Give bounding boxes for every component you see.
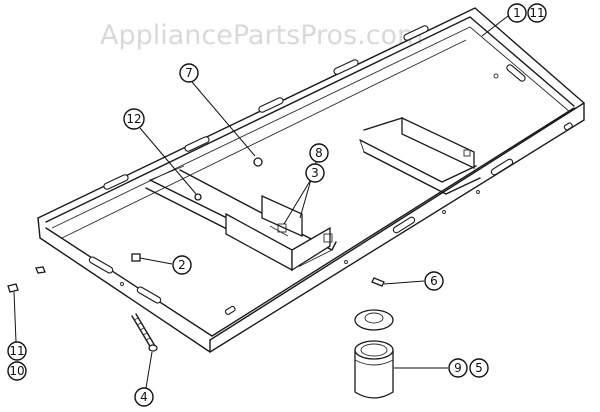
part-9-jar <box>354 309 394 399</box>
svg-text:1: 1 <box>513 6 521 20</box>
part-11-screw <box>7 283 19 293</box>
svg-text:8: 8 <box>315 146 323 160</box>
svg-text:11: 11 <box>9 344 24 358</box>
part-4-bolt <box>131 313 158 352</box>
callout-10: 10 <box>7 361 27 381</box>
right-rails <box>359 116 481 195</box>
callout-8: 8 <box>309 143 329 163</box>
callout-2: 2 <box>172 255 192 275</box>
svg-text:5: 5 <box>475 361 483 375</box>
part-2-clip <box>131 253 141 262</box>
callouts: 1 11 7 12 8 3 <box>7 3 547 407</box>
callout-4: 4 <box>134 387 154 407</box>
callout-12: 12 <box>123 108 145 130</box>
callout-6: 6 <box>424 271 444 291</box>
svg-text:9: 9 <box>454 361 462 375</box>
svg-text:6: 6 <box>430 274 438 288</box>
callout-11-top: 11 <box>527 3 547 23</box>
svg-text:11: 11 <box>529 6 544 20</box>
back-wall-slots <box>103 25 526 190</box>
part-12-screw <box>194 193 202 201</box>
callout-3: 3 <box>305 163 325 183</box>
callout-5: 5 <box>469 358 489 378</box>
svg-text:7: 7 <box>185 66 193 80</box>
center-bracket <box>225 194 333 272</box>
svg-text:2: 2 <box>178 258 186 272</box>
callout-11-bottom: 11 <box>7 341 27 361</box>
part-6-clip <box>371 277 385 287</box>
svg-text:3: 3 <box>311 166 319 180</box>
callout-1: 1 <box>507 3 527 23</box>
callout-7: 7 <box>179 63 199 83</box>
tray-assembly <box>37 7 585 353</box>
loose-hardware <box>7 266 394 399</box>
svg-text:12: 12 <box>126 112 141 126</box>
watermark-text: AppliancePartsPros.com <box>100 20 423 51</box>
part-10-nut <box>35 266 46 274</box>
svg-text:4: 4 <box>140 390 148 404</box>
part-7-grommet <box>253 157 263 167</box>
svg-text:10: 10 <box>9 364 24 378</box>
callout-9: 9 <box>448 358 468 378</box>
front-wall-slots <box>88 122 573 315</box>
